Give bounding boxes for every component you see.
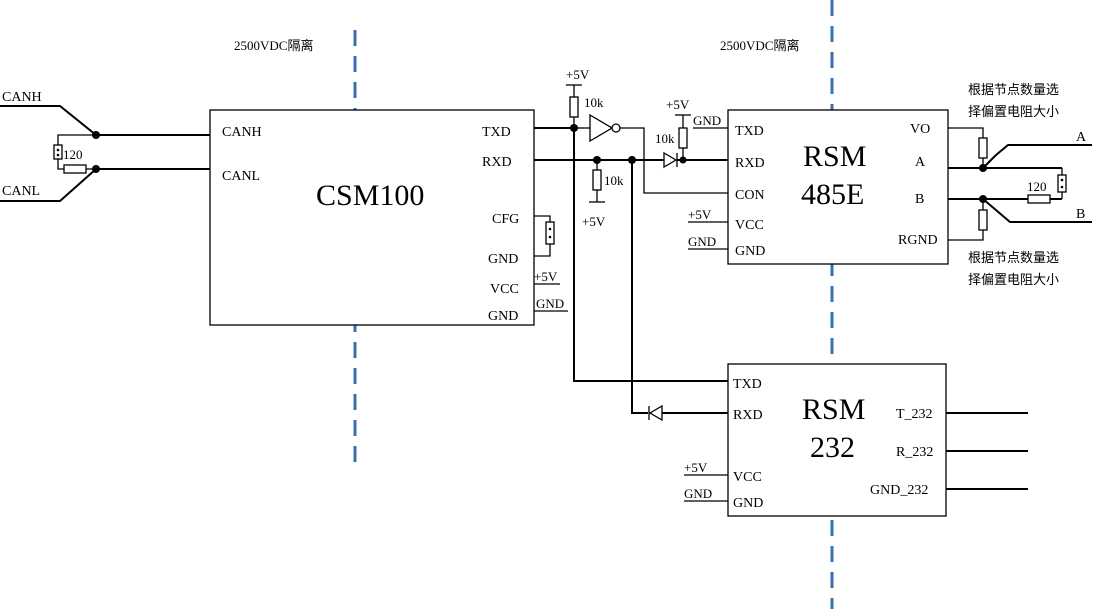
isolation-label-left: 2500VDC隔离 [234, 38, 313, 53]
csm100-pin-canh: CANH [222, 125, 262, 140]
bias-resistor-bottom [978, 209, 988, 231]
rsm232-pin-gnd: GND [733, 496, 763, 511]
csm100-pin-vcc: VCC [490, 282, 519, 297]
interface-circuit: +5V 10k 10k +5V +5V 10k [534, 67, 728, 422]
rsm232-pin-gnd232: GND_232 [870, 483, 928, 498]
rsm232-pin-r232: R_232 [896, 445, 933, 460]
can-terminator-resistor [63, 164, 87, 174]
rs485-b-line [982, 198, 1092, 223]
rxd-to-rsm232-wire [631, 160, 648, 414]
rsm485e-pin-rxd: RXD [735, 156, 765, 171]
rsm485e-box [727, 109, 949, 265]
canh-line-label: CANH [2, 90, 42, 105]
diode-rsm485-rxd [663, 151, 678, 169]
can-jumper [53, 144, 63, 160]
canl-line-label: CANL [2, 184, 40, 199]
vo-bias-wire [948, 127, 984, 138]
csm100-pin-cfg: CFG [492, 212, 519, 227]
can-term-wire-lower [57, 159, 64, 170]
cfg-jumper-wire-top [534, 215, 551, 222]
rsm485e-pin-b: B [915, 192, 924, 207]
canh-wire [0, 105, 210, 136]
rsm232-box [727, 363, 947, 517]
isolation-label-right: 2500VDC隔离 [720, 38, 799, 53]
rsm232-pin-t232: T_232 [896, 407, 933, 422]
rsm485e-gnd-supply: GND [688, 234, 716, 249]
csm100-pin-rxd: RXD [482, 155, 512, 170]
cfg-jumper [545, 221, 555, 245]
csm100-title: CSM100 [316, 179, 424, 212]
csm100-vcc-supply: +5V [534, 269, 558, 284]
txd-to-rsm232-wire [573, 128, 728, 382]
rsm485e-pin-con: CON [735, 188, 765, 203]
rsm232-title-2: 232 [810, 431, 855, 464]
rsm485e-vcc-supply: +5V [688, 207, 712, 222]
rgnd-bias-wire [948, 230, 984, 241]
rsm485e-pin-gnd: GND [735, 244, 765, 259]
bias-note-top-2: 择偏置电阻大小 [968, 104, 1059, 119]
rsm485-txd-gnd: GND [693, 113, 721, 128]
pullup-top-resistor [569, 96, 579, 118]
rsm232-pin-txd: TXD [733, 377, 762, 392]
diode-rsm232-rxd [648, 404, 663, 422]
rsm232-gnd-supply: GND [684, 486, 712, 501]
csm100-pin-canl: CANL [222, 169, 260, 184]
csm100-gnd-supply: GND [536, 296, 564, 311]
cfg-jumper-wire-bottom [534, 244, 551, 257]
rs485-a-line [995, 144, 1092, 156]
can-terminator-label: 120 [63, 147, 83, 162]
rs485-terminator-resistor [1027, 194, 1051, 204]
rs485-a-label: A [1076, 130, 1087, 145]
con-resistor [678, 127, 688, 149]
bias-note-bottom-1: 根据节点数量选 [968, 250, 1059, 265]
bias-resistor-top [978, 137, 988, 159]
canl-wire [0, 168, 210, 202]
rsm485e-module: RSM 485E TXD RXD CON VCC GND VO A B RGND… [688, 82, 1092, 287]
rsm485e-pin-a: A [915, 155, 926, 170]
csm100-pin-txd: TXD [482, 125, 511, 140]
csm100-module: CSM100 CANH CANL TXD RXD CFG GND VCC GND… [209, 109, 568, 326]
inverter-buffer [589, 113, 614, 143]
csm100-pin-gnd2: GND [488, 309, 518, 324]
rs485-b-label: B [1076, 207, 1085, 222]
pullup-top-supply: +5V [566, 67, 590, 82]
pullup-bottom-supply: +5V [582, 214, 606, 229]
canh-term-wire [57, 134, 96, 145]
con-resistor-value: 10k [655, 131, 675, 146]
rsm232-vcc-supply: +5V [684, 460, 708, 475]
rsm232-pin-vcc: VCC [733, 470, 762, 485]
rs485-terminator-label: 120 [1027, 179, 1047, 194]
rsm485e-pin-rgnd: RGND [898, 233, 938, 248]
rsm232-pin-rxd: RXD [733, 408, 763, 423]
pullup-bottom-value: 10k [604, 173, 624, 188]
bias-note-top-1: 根据节点数量选 [968, 82, 1059, 97]
pullup-top-value: 10k [584, 95, 604, 110]
rs485-jumper [1057, 174, 1067, 193]
rsm485e-pin-vo: VO [910, 122, 930, 137]
bias-note-bottom-2: 择偏置电阻大小 [968, 272, 1059, 287]
rsm232-title-1: RSM [802, 393, 865, 426]
csm100-pin-gnd1: GND [488, 252, 518, 267]
rsm485e-title-1: RSM [803, 140, 866, 173]
csm100-box [209, 109, 535, 326]
rsm485e-pin-vcc: VCC [735, 218, 764, 233]
can-bus: CANH CANL 120 [0, 90, 210, 202]
rsm485e-title-2: 485E [801, 178, 864, 211]
con-supply: +5V [666, 97, 690, 112]
rsm232-module: RSM 232 TXD RXD VCC GND T_232 R_232 GND_… [684, 363, 1028, 517]
pullup-bottom-resistor [592, 169, 602, 191]
rsm485e-pin-txd: TXD [735, 124, 764, 139]
